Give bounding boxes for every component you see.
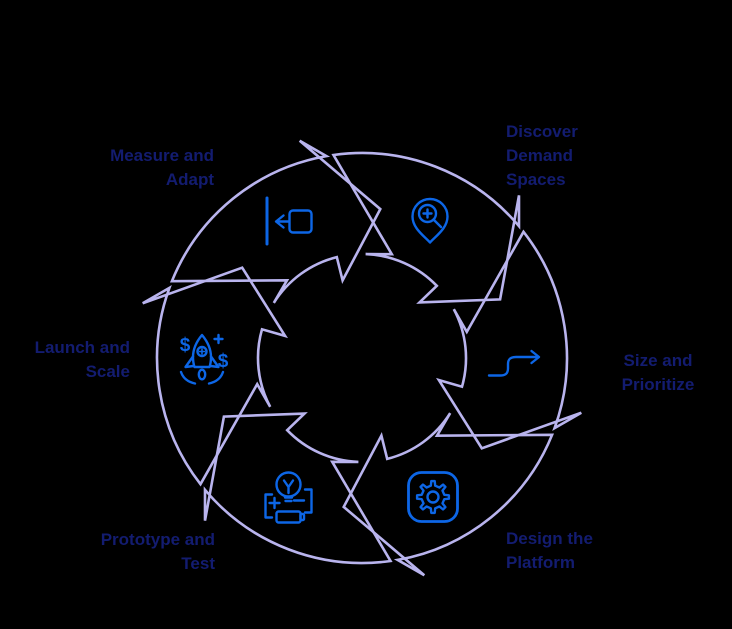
cycle-arrow <box>142 266 289 487</box>
step-label-prototype-and-test: Prototype and Test <box>100 530 215 573</box>
lightbulb-battery-icon <box>264 471 313 524</box>
search-location-icon <box>411 197 449 244</box>
step-up-arrow-icon <box>487 349 541 377</box>
step-label-design-the-platform: Design the Platform <box>506 529 593 572</box>
step-label-size-and-prioritize: Size and Prioritize <box>621 351 695 394</box>
back-to-start-icon <box>265 196 313 246</box>
step-label-measure-and-adapt: Measure and Adapt <box>110 146 214 189</box>
cycle-arrow <box>203 412 393 565</box>
cycle-arrow <box>342 412 555 577</box>
dollar-sign-right: $ <box>218 351 229 372</box>
rocket-dollar-icon: $ $ <box>180 333 229 385</box>
step-label-discover-demand-spaces: Discover Demand Spaces <box>506 122 578 189</box>
cycle-arrow <box>435 229 582 450</box>
cycle-arrow-ring <box>142 139 582 577</box>
step-label-launch-and-scale: Launch and Scale <box>34 338 130 381</box>
gear-icon <box>407 471 459 523</box>
cycle-arrow <box>169 139 382 304</box>
cycle-arrow <box>331 151 521 304</box>
dollar-sign-left: $ <box>180 335 191 356</box>
